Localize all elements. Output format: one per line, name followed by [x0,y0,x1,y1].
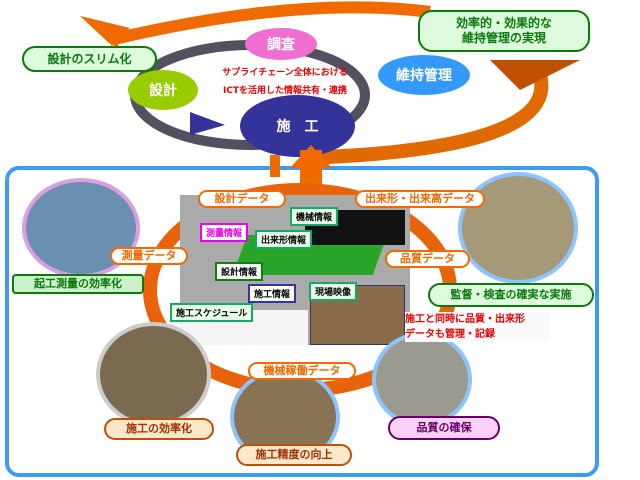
maintenance-node: 維持管理 [378,55,470,95]
construction-label: 施 工 [276,119,319,135]
machine-info-tag: 機械情報 [290,207,339,226]
grader-photo [96,322,211,427]
center-line-2: ICTを活用した情報共有・連携 [222,86,348,96]
survey-node: 調査 [245,28,317,60]
slim-design-badge: 設計のスリム化 [22,46,157,72]
record-line-1: 施工と同時に品質・出来形 [405,314,525,325]
inspection-photo [458,172,578,284]
center-caption: サプライチェーン全体における ICTを活用した情報共有・連携 [205,64,365,100]
record-line-2: データも管理・記録 [405,329,495,340]
maintenance-outcome-2: 維持管理の実現 [461,31,546,45]
construction-node: 施 工 [240,95,355,157]
schedule-tag: 施工スケジュール [170,303,254,322]
survey-efficiency-badge: 起工測量の効率化 [12,274,144,294]
machine-data-label: 機械稼働データ [248,362,356,380]
center-line-1: サプライチェーン全体における [222,68,348,78]
maintenance-outcome-badge: 効率的・効果的な維持管理の実現 [418,10,590,52]
quality-badge: 品質の確保 [388,416,500,440]
as-built-info-tag: 出来形情報 [255,230,313,249]
survey-data-label: 測量データ [110,247,188,265]
design-data-label: 設計データ [198,190,286,208]
design-info-tag: 設計情報 [215,262,264,281]
site-video-tag: 現場映像 [309,282,358,301]
maintenance-outcome-1: 効率的・効果的な [455,16,552,30]
slim-design-text: 設計のスリム化 [47,51,132,66]
roller-photo [372,332,472,427]
survey-label: 調査 [267,37,295,53]
design-label: 設計 [149,83,177,99]
inspection-badge: 監督・検査の確実な実施 [428,283,594,307]
maintenance-label: 維持管理 [396,68,452,84]
record-caption: 施工と同時に品質・出来形 データも管理・記録 [405,312,550,342]
as-built-data-label: 出来形・出来高データ [355,190,485,208]
survey-info-tag: 測量情報 [200,223,249,242]
construction-info-tag: 施工情報 [248,284,297,303]
design-node: 設計 [128,70,198,110]
construction-efficiency-badge: 施工の効率化 [104,418,214,440]
precision-badge: 施工精度の向上 [236,444,352,466]
quality-data-label: 品質データ [385,250,470,268]
